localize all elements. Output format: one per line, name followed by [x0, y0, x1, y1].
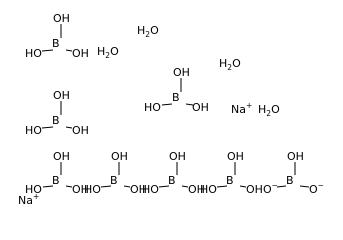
- bond: [239, 185, 247, 188]
- water-3: H2O: [219, 57, 241, 72]
- boron-label: B: [168, 174, 176, 187]
- oh-label: OH: [72, 183, 89, 196]
- boric-acid-7: OH B HO OH: [200, 150, 263, 196]
- boron-label: B: [52, 114, 60, 127]
- bond: [65, 185, 73, 188]
- sodium-ion-1: Na+: [231, 101, 252, 116]
- bond: [65, 126, 73, 129]
- oxide-label: O−: [263, 181, 278, 196]
- boron-label: B: [226, 174, 234, 187]
- oh-label: OH: [130, 183, 147, 196]
- oh-label: OH: [169, 150, 186, 163]
- oxide-label: O−: [309, 181, 324, 196]
- ho-label: HO: [25, 124, 42, 137]
- bond: [65, 49, 73, 52]
- oh-label: OH: [53, 150, 70, 163]
- bond: [41, 126, 54, 129]
- boron-label: B: [286, 174, 294, 187]
- oh-label: OH: [192, 101, 209, 114]
- bond: [41, 49, 54, 52]
- water-1: H2O: [137, 24, 159, 39]
- bond: [216, 185, 228, 188]
- bond: [185, 103, 194, 106]
- boric-acid-2: OH B HO OH: [144, 66, 209, 114]
- boric-acid-4: OH B HO OH: [25, 150, 89, 196]
- oh-label: OH: [111, 150, 128, 163]
- boron-label: B: [52, 174, 60, 187]
- ho-label: HO: [144, 101, 161, 114]
- oh-label: OH: [53, 12, 70, 25]
- oh-label: OH: [72, 124, 89, 137]
- bond: [100, 185, 112, 188]
- water-4: H2O: [258, 103, 280, 118]
- bond: [158, 185, 170, 188]
- boric-acid-1: OH B HO OH: [25, 12, 89, 60]
- bond: [123, 185, 131, 188]
- borate-dianion: OH B O− O−: [263, 150, 324, 196]
- boric-acid-3: OH B HO OH: [25, 89, 89, 137]
- bond: [299, 185, 310, 188]
- oh-label: OH: [287, 150, 304, 163]
- bond: [276, 185, 287, 188]
- oh-label: OH: [53, 89, 70, 102]
- boric-acid-5: OH B HO OH: [84, 150, 147, 196]
- ho-label: HO: [84, 183, 101, 196]
- bond: [42, 185, 54, 188]
- boron-label: B: [110, 174, 118, 187]
- boric-acid-6: OH B HO OH: [142, 150, 205, 196]
- oh-label: OH: [227, 150, 244, 163]
- oh-label: OH: [72, 47, 89, 60]
- ho-label: HO: [25, 183, 42, 196]
- ho-label: HO: [142, 183, 159, 196]
- oh-label: OH: [246, 183, 263, 196]
- oh-label: OH: [188, 183, 205, 196]
- ho-label: HO: [25, 47, 42, 60]
- sodium-ion-2: Na+: [18, 192, 39, 207]
- chemical-structure-diagram: OH B HO OH H2O H2O H2O OH B HO OH Na+ H2…: [18, 12, 324, 207]
- oh-label: OH: [173, 66, 190, 79]
- ho-label: HO: [200, 183, 217, 196]
- water-2: H2O: [97, 45, 119, 60]
- bond: [181, 185, 189, 188]
- boron-label: B: [172, 91, 180, 104]
- bond: [161, 103, 173, 106]
- boron-label: B: [52, 37, 60, 50]
